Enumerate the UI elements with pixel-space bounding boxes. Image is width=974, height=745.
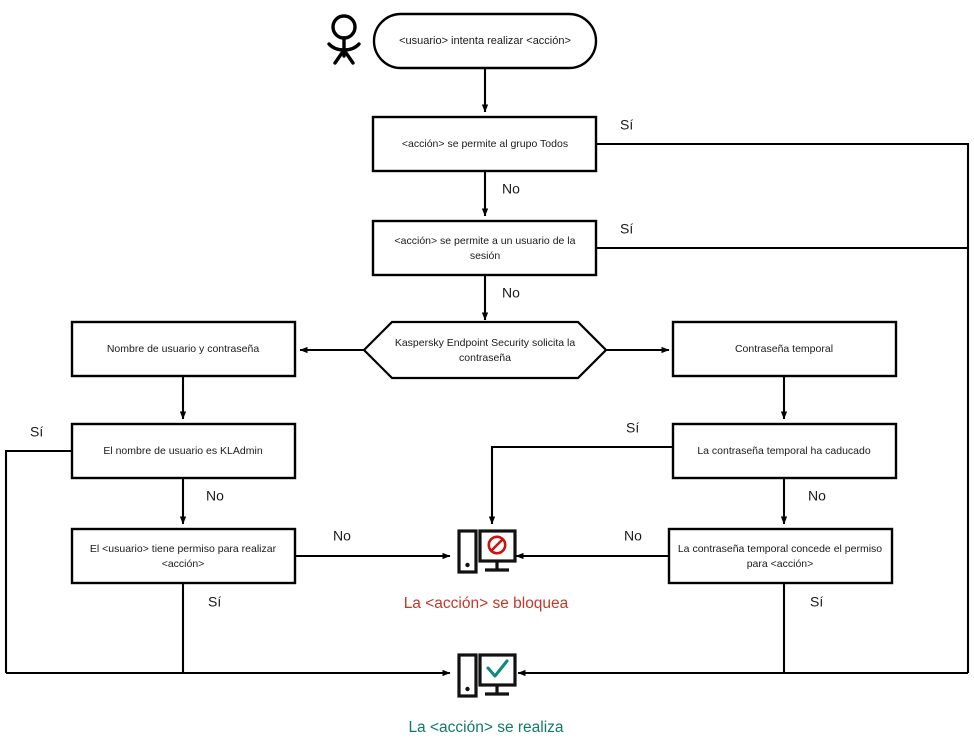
caption-action-blocked: La <acción> se bloquea (404, 595, 569, 612)
edge-label-kladmin-yes: Sí (30, 424, 43, 440)
node-start-label: <usuario> intenta realizar <acción> (399, 35, 571, 47)
edge-label-expired-no: No (808, 488, 826, 504)
edge-label-permission-no: No (333, 528, 351, 544)
edge-everyone-yes (596, 142, 970, 673)
node-temp-password-grants: La contraseña temporal concede el permis… (667, 527, 894, 585)
edge-label-session-yes: Sí (620, 221, 633, 237)
edge-expired-yes (488, 445, 673, 525)
actor-icon (327, 14, 361, 65)
node-allowed-everyone: <acción> se permite al grupo Todos (371, 115, 598, 173)
edge-label-everyone-yes: Sí (620, 117, 633, 133)
computer-blocked-icon (457, 529, 517, 574)
caption-action-allowed: La <acción> se realiza (408, 719, 563, 736)
node-kes-line1: Kaspersky Endpoint Security solicita la (395, 337, 575, 349)
node-allowed-everyone-label: <acción> se permite al grupo Todos (402, 138, 568, 150)
node-start: <usuario> intenta realizar <acción> (372, 12, 598, 70)
edge-label-session-no: No (502, 285, 520, 301)
node-temporary-password: Contraseña temporal (671, 320, 898, 378)
node-allowed-session-user-line2: sesión (470, 250, 501, 262)
node-kes-line2: contraseña (459, 352, 511, 364)
node-temp-password-expired: La contraseña temporal ha caducado (671, 422, 898, 480)
node-user-has-permission-line2: <acción> (162, 558, 205, 570)
node-is-kladmin-label: El nombre de usuario es KLAdmin (103, 445, 262, 457)
node-allowed-session-user: <acción> se permite a un usuario de la s… (371, 219, 598, 277)
node-temp-password-grants-line1: La contraseña temporal concede el permis… (678, 543, 882, 555)
node-temp-password-expired-label: La contraseña temporal ha caducado (697, 445, 871, 457)
node-temp-password-grants-line2: para <acción> (747, 558, 814, 570)
node-allowed-session-user-line1: <acción> se permite a un usuario de la (395, 235, 576, 247)
node-is-kladmin: El nombre de usuario es KLAdmin (70, 422, 297, 480)
node-user-has-permission: El <usuario> tiene permiso para realizar… (70, 527, 297, 585)
edge-label-permission-yes: Sí (208, 594, 221, 610)
edge-label-grants-no: No (624, 528, 642, 544)
edge-label-everyone-no: No (502, 181, 520, 197)
node-username-password-label: Nombre de usuario y contraseña (107, 343, 259, 355)
node-user-has-permission-line1: El <usuario> tiene permiso para realizar (90, 543, 277, 555)
node-kes-requests-password: Kaspersky Endpoint Security solicita la … (362, 320, 608, 380)
edge-kladmin-yes (4, 449, 72, 673)
node-temporary-password-label: Contraseña temporal (735, 343, 833, 355)
node-username-password: Nombre de usuario y contraseña (70, 320, 297, 378)
edge-label-grants-yes: Sí (810, 594, 823, 610)
edge-label-kladmin-no: No (206, 488, 224, 504)
edge-label-expired-yes: Sí (626, 420, 639, 436)
computer-check-icon (457, 653, 517, 698)
